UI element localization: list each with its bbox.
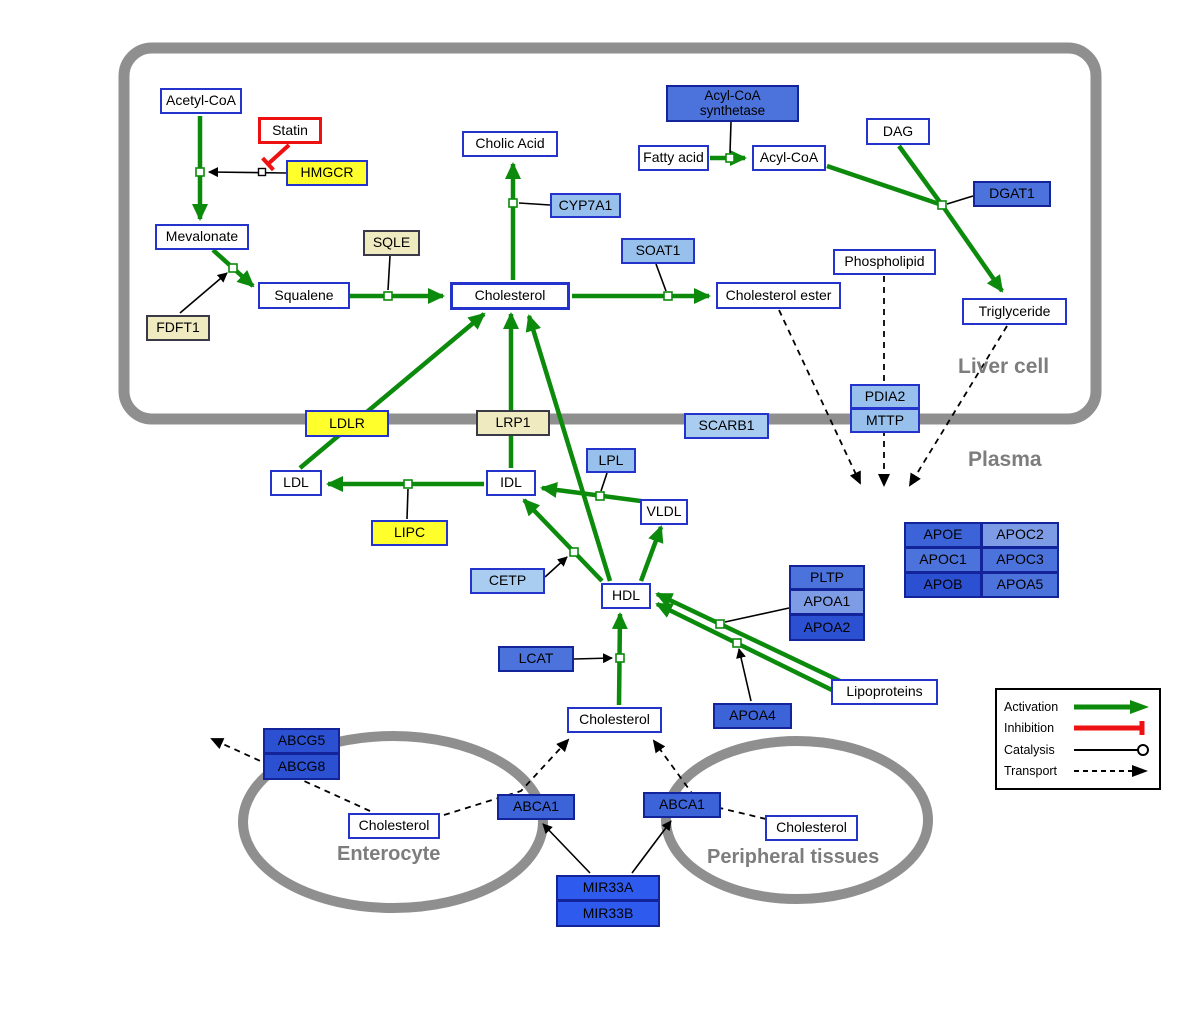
node-acyl-coa[interactable]: Acyl-CoA <box>752 145 826 171</box>
node-cyp7a1[interactable]: CYP7A1 <box>550 193 621 218</box>
inhibition-edge <box>261 143 291 172</box>
node-cholesterol-ester[interactable]: Cholesterol ester <box>716 282 841 309</box>
node-fatty-acid[interactable]: Fatty acid <box>638 145 709 171</box>
activation-edges <box>192 116 1004 706</box>
node-phospholipid[interactable]: Phospholipid <box>833 249 936 275</box>
node-cholesterol-enterocyte[interactable]: Cholesterol <box>348 813 440 839</box>
inhibition-symbol-icon <box>1074 721 1145 736</box>
node-cetp[interactable]: CETP <box>470 568 545 594</box>
node-lcat[interactable]: LCAT <box>498 646 574 672</box>
legend-row-catalysis: Catalysis <box>1004 739 1152 760</box>
liver-cell-membrane <box>118 42 1102 425</box>
node-cholesterol-peripheral[interactable]: Cholesterol <box>765 815 858 841</box>
legend-activation-label: Activation <box>1004 699 1059 714</box>
node-dag[interactable]: DAG <box>866 118 930 145</box>
peripheral-tissues-label: Peripheral tissues <box>707 846 880 868</box>
node-mevalonate[interactable]: Mevalonate <box>155 224 249 250</box>
node-mir33b[interactable]: MIR33B <box>556 900 660 927</box>
node-lpl[interactable]: LPL <box>586 448 636 473</box>
node-apoc1[interactable]: APOC1 <box>904 547 982 573</box>
node-lipc[interactable]: LIPC <box>371 520 448 546</box>
node-vldl[interactable]: VLDL <box>640 499 688 525</box>
catalysis-edges <box>179 121 974 874</box>
node-acetyl-coa[interactable]: Acetyl-CoA <box>160 88 242 114</box>
node-mir33a[interactable]: MIR33A <box>556 875 660 901</box>
node-apoa4[interactable]: APOA4 <box>713 703 792 729</box>
node-pltp[interactable]: PLTP <box>789 565 865 590</box>
node-apoa1[interactable]: APOA1 <box>789 589 865 615</box>
node-triglyceride[interactable]: Triglyceride <box>962 298 1067 325</box>
node-squalene[interactable]: Squalene <box>258 282 350 309</box>
node-apoc3[interactable]: APOC3 <box>981 547 1059 573</box>
node-ldlr[interactable]: LDLR <box>305 410 389 437</box>
legend-row-activation: Activation <box>1004 696 1152 717</box>
catalysis-symbol-icon <box>1074 743 1149 756</box>
enterocyte-label: Enterocyte <box>337 843 441 865</box>
node-lrp1[interactable]: LRP1 <box>476 410 550 436</box>
plasma-label: Plasma <box>968 448 1042 471</box>
node-abcg5[interactable]: ABCG5 <box>263 728 340 754</box>
legend-transport-label: Transport <box>1004 764 1058 779</box>
node-mttp[interactable]: MTTP <box>850 408 920 433</box>
enterocyte-membrane <box>238 731 548 913</box>
peripheral-tissues-membrane <box>661 736 933 904</box>
legend-row-transport: Transport <box>1004 761 1152 782</box>
node-statin[interactable]: Statin <box>258 117 322 144</box>
node-cholic-acid[interactable]: Cholic Acid <box>462 131 558 157</box>
node-idl[interactable]: IDL <box>486 470 536 496</box>
node-acyl-coa-synthetase[interactable]: Acyl-CoA synthetase <box>666 85 799 122</box>
node-hmgcr[interactable]: HMGCR <box>286 160 368 186</box>
legend: Activation Inhibition Catalysis Transpor… <box>995 688 1161 790</box>
legend-row-inhibition: Inhibition <box>1004 718 1152 739</box>
node-cholesterol-plasma[interactable]: Cholesterol <box>567 707 662 733</box>
node-apoc2[interactable]: APOC2 <box>981 522 1059 548</box>
catalysis-site-square <box>257 167 267 177</box>
node-apoe[interactable]: APOE <box>904 522 982 548</box>
node-pdia2[interactable]: PDIA2 <box>850 384 920 409</box>
node-ldl[interactable]: LDL <box>270 470 322 496</box>
legend-inhibition-label: Inhibition <box>1004 721 1055 736</box>
node-apob[interactable]: APOB <box>904 572 982 598</box>
node-abca1-enterocyte[interactable]: ABCA1 <box>497 794 575 820</box>
legend-catalysis-label: Catalysis <box>1004 742 1055 757</box>
reaction-nodes <box>195 153 947 663</box>
liver-cell-label: Liver cell <box>958 355 1050 378</box>
node-soat1[interactable]: SOAT1 <box>621 238 695 264</box>
node-fdft1[interactable]: FDFT1 <box>146 315 210 341</box>
node-abca1-peripheral[interactable]: ABCA1 <box>643 792 721 818</box>
node-apoa5[interactable]: APOA5 <box>981 572 1059 598</box>
node-scarb1[interactable]: SCARB1 <box>684 413 769 439</box>
node-apoa2[interactable]: APOA2 <box>789 614 865 641</box>
node-dgat1[interactable]: DGAT1 <box>973 181 1051 207</box>
node-sqle[interactable]: SQLE <box>363 230 420 256</box>
transport-symbol-icon <box>1074 765 1148 778</box>
node-hdl[interactable]: HDL <box>601 583 651 609</box>
activation-symbol-icon <box>1074 699 1149 714</box>
node-abcg8[interactable]: ABCG8 <box>263 753 340 780</box>
node-lipoproteins[interactable]: Lipoproteins <box>831 679 938 705</box>
node-cholesterol-liver[interactable]: Cholesterol <box>450 282 570 310</box>
